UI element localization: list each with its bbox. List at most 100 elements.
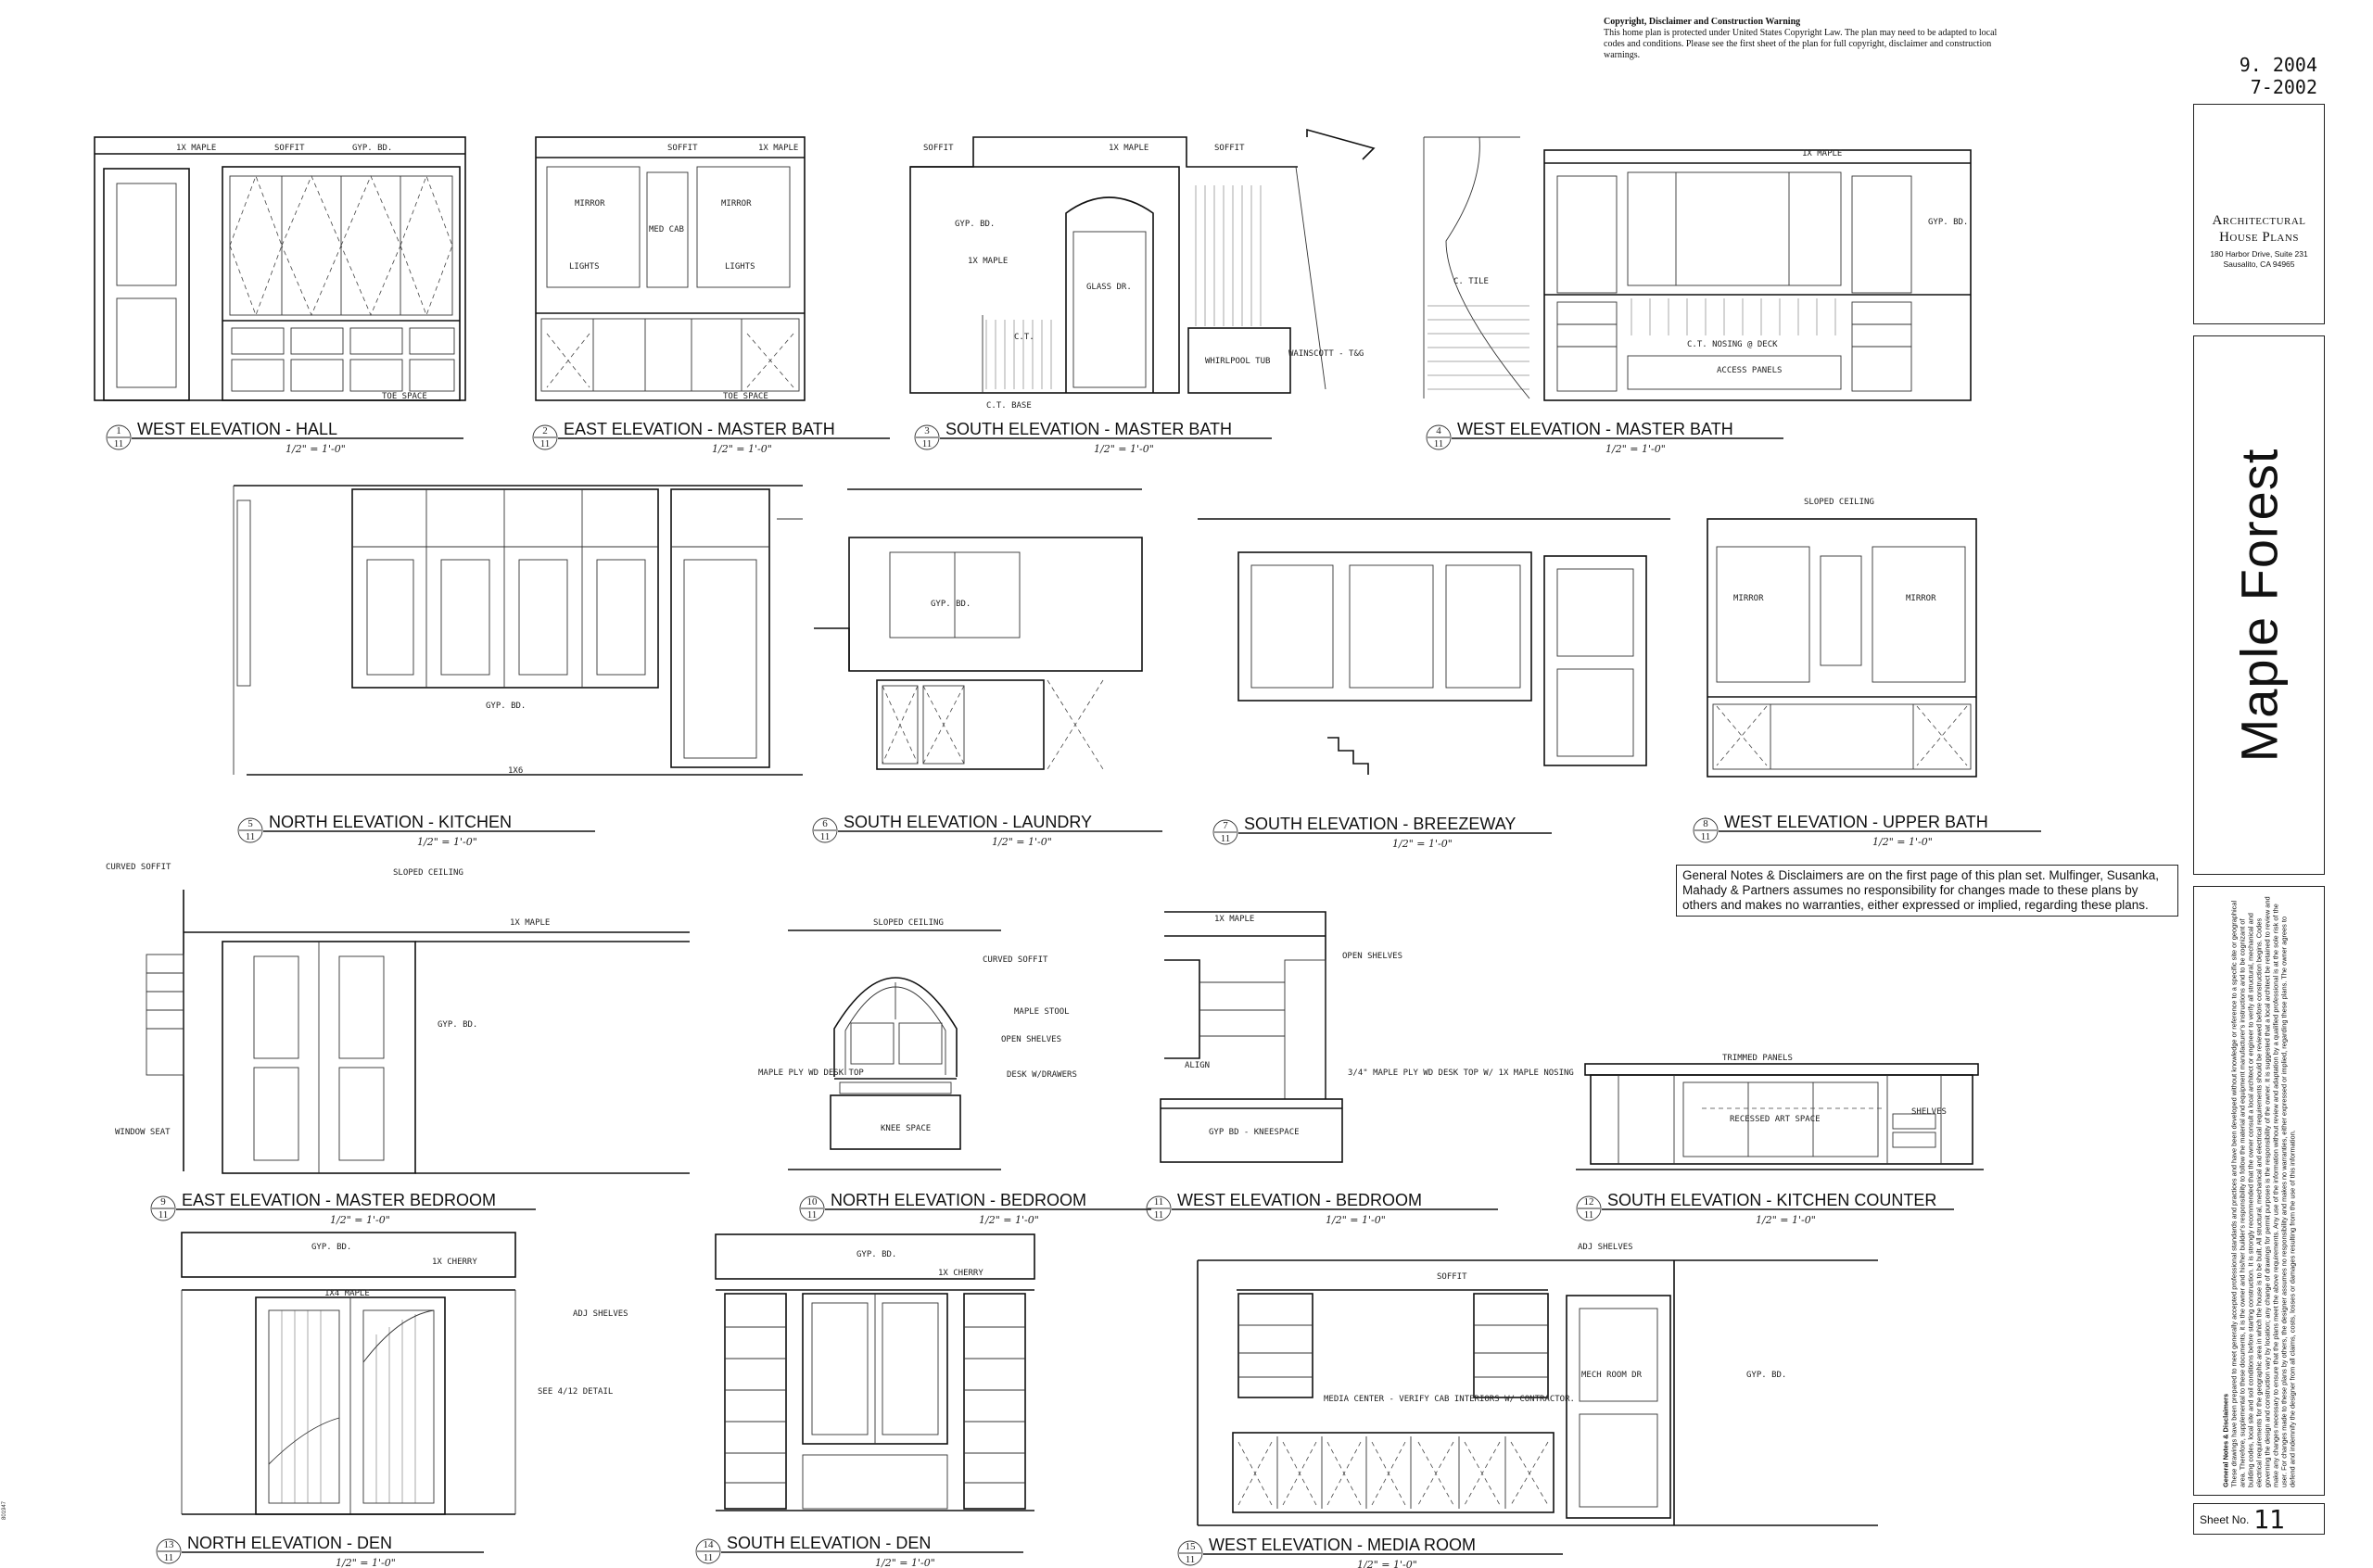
note-shelves-kc: SHELVES <box>1911 1107 1947 1117</box>
elevation-number: 15 <box>1186 1541 1197 1552</box>
elevation-sheet-ref: 11 <box>1701 831 1711 842</box>
elevation-sheet-ref: 11 <box>1584 1209 1594 1220</box>
elevation-1-drawing <box>94 136 466 401</box>
title-block-disclaimer: General Notes & Disclaimers These drawin… <box>2193 886 2325 1496</box>
elevation-tag-circle <box>532 424 558 450</box>
elevation-number: 3 <box>924 425 930 436</box>
note-ct: C.T. <box>1014 333 1034 342</box>
title-block-sheet-number: Sheet No. 11 <box>2193 1503 2325 1535</box>
elevation-scale: 1/2" = 1'-0" <box>1392 838 1453 850</box>
note-wainscott: WAINSCOTT - T&G <box>1288 349 1364 359</box>
note-access-panels: ACCESS PANELS <box>1717 366 1782 375</box>
elevation-15-drawing <box>1197 1259 1878 1526</box>
elevation-scale: 1/2" = 1'-0" <box>286 443 346 455</box>
elevation-scale: 1/2" = 1'-0" <box>712 443 772 455</box>
elevation-title-text: SOUTH ELEVATION - KITCHEN COUNTER <box>1607 1191 1936 1209</box>
elevation-sheet-ref: 11 <box>114 438 124 449</box>
elevation-tag-circle <box>237 817 263 843</box>
note-1x4-maple: 1X4 MAPLE <box>324 1289 370 1298</box>
elevation-number: 8 <box>1703 818 1708 829</box>
note-mirror-ub-right: MIRROR <box>1906 594 1936 603</box>
elevation-number: 6 <box>822 818 828 829</box>
note-knee-space: KNEE SPACE <box>881 1124 931 1133</box>
note-mirror-right: MIRROR <box>721 199 752 209</box>
elevation-sheet-ref: 11 <box>164 1552 174 1563</box>
note-toe-space-bath: TOE SPACE <box>723 392 768 401</box>
warning-body: This home plan is protected under United… <box>1604 28 1998 60</box>
general-notes-box: General Notes & Disclaimers are on the f… <box>1676 865 2178 917</box>
elevation-sheet-ref: 11 <box>704 1552 714 1563</box>
note-ct-nosing: C.T. NOSING @ DECK <box>1687 340 1778 349</box>
elevation-tag-circle <box>1576 1195 1602 1221</box>
elevation-tag-circle <box>156 1538 182 1564</box>
elevation-scale: 1/2" = 1'-0" <box>992 836 1052 848</box>
elevation-4-drawing <box>1423 136 1972 401</box>
note-ct-base: C.T. BASE <box>986 401 1032 411</box>
elevation-scale: 1/2" = 1'-0" <box>417 836 477 848</box>
note-open-shelves-wb: OPEN SHELVES <box>1342 952 1402 961</box>
elevation-sheet-ref: 11 <box>1434 438 1444 449</box>
note-soffit-s1: SOFFIT <box>923 144 954 153</box>
note-soffit-media: SOFFIT <box>1437 1272 1467 1282</box>
note-sloped-ceiling-ub: SLOPED CEILING <box>1804 498 1874 507</box>
elevation-13-drawing <box>181 1232 516 1515</box>
note-1x-maple-s: 1X MAPLE <box>1109 144 1148 153</box>
side-stamp: 801947 <box>2 1500 7 1520</box>
elevation-sheet-ref: 11 <box>1186 1554 1196 1565</box>
note-lights-right: LIGHTS <box>725 262 755 272</box>
note-gyp-hall: GYP. BD. <box>352 144 392 153</box>
note-ct-tile: C. TILE <box>1453 277 1489 286</box>
elevation-tag-circle <box>106 424 132 450</box>
note-mirror-ub-left: MIRROR <box>1733 594 1764 603</box>
note-sloped-ceiling-br: SLOPED CEILING <box>873 918 944 928</box>
elevation-sheet-ref: 11 <box>159 1209 169 1220</box>
sheet-label: Sheet No. <box>2200 1513 2250 1526</box>
firm-address-line-2: Sausalito, CA 94965 <box>2223 259 2295 269</box>
elevation-6-drawing <box>814 488 1143 770</box>
note-gyp-w: GYP. BD. <box>1928 218 1968 227</box>
note-1x-maple-s2: 1X MAPLE <box>968 257 1008 266</box>
elevation-sheet-ref: 11 <box>1154 1209 1164 1220</box>
elevation-title-text: WEST ELEVATION - BEDROOM <box>1177 1191 1422 1209</box>
title-block-project: Maple Forest <box>2193 335 2325 875</box>
elevation-tag-circle <box>1426 424 1452 450</box>
elevation-14-drawing <box>715 1233 1035 1511</box>
elevation-title-text: NORTH ELEVATION - KITCHEN <box>269 813 512 831</box>
elevation-title-text: SOUTH ELEVATION - BREEZEWAY <box>1244 815 1516 833</box>
note-media-center: MEDIA CENTER - VERIFY CAB INTERIORS W/ C… <box>1324 1395 1575 1404</box>
elevation-tag-circle <box>812 817 838 843</box>
elevation-title-text: NORTH ELEVATION - DEN <box>187 1534 392 1552</box>
note-maple-ply-nosing: 3/4" MAPLE PLY WD DESK TOP W/ 1X MAPLE N… <box>1348 1069 1574 1078</box>
note-window-seat: WINDOW SEAT <box>115 1128 171 1137</box>
elevation-scale: 1/2" = 1'-0" <box>1605 443 1666 455</box>
note-open-shelves-br: OPEN SHELVES <box>1001 1035 1061 1044</box>
elevation-tag-circle <box>799 1195 825 1221</box>
elevation-11-drawing <box>1160 911 1343 1163</box>
revision-date-1: 9. 2004 <box>2239 54 2317 76</box>
elevation-number: 10 <box>807 1196 818 1208</box>
elevation-7-drawing <box>1198 518 1670 775</box>
elevation-scale: 1/2" = 1'-0" <box>1872 836 1933 848</box>
elevation-sheet-ref: 11 <box>540 438 551 449</box>
note-recessed-art: RECESSED ART SPACE <box>1730 1115 1821 1124</box>
note-desk-drawers: DESK W/DRAWERS <box>1007 1070 1077 1080</box>
note-curved-soffit-mb: CURVED SOFFIT <box>106 863 171 872</box>
note-gyp-laundry: GYP. BD. <box>931 600 971 609</box>
elevation-10-drawing <box>788 929 1001 1170</box>
revision-dates: 9. 2004 7-2002 <box>2206 54 2317 98</box>
note-sloped-ceiling-mb: SLOPED CEILING <box>393 868 463 878</box>
note-1x-maple-bath: 1X MAPLE <box>758 144 798 153</box>
warning-title: Copyright, Disclaimer and Construction W… <box>1604 17 1801 27</box>
note-adj-shelves-media: ADJ SHELVES <box>1578 1243 1633 1252</box>
note-med-cab: MED CAB <box>649 225 684 234</box>
disclaimer-text: General Notes & Disclaimers These drawin… <box>2222 894 2297 1487</box>
note-1x-maple-w: 1X MAPLE <box>1802 149 1842 158</box>
note-gyp-mb: GYP. BD. <box>438 1020 477 1030</box>
elevation-title-text: NORTH ELEVATION - BEDROOM <box>831 1191 1086 1209</box>
